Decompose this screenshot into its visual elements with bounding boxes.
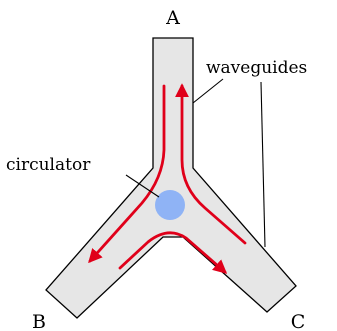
waveguides-leader-lower bbox=[260, 81, 266, 248]
port-a-label: A bbox=[165, 7, 180, 29]
port-b-label: B bbox=[32, 311, 46, 331]
circulator-disc bbox=[155, 190, 185, 220]
arrow-b-to-c bbox=[118, 231, 228, 274]
waveguides-label: waveguides bbox=[206, 58, 307, 78]
waveguide-junction bbox=[45, 37, 297, 319]
arrow-a-to-b bbox=[88, 84, 166, 264]
arrow-c-to-a bbox=[175, 83, 247, 245]
circulator-leader bbox=[125, 174, 160, 198]
circulator-label: circulator bbox=[6, 155, 91, 175]
port-c-label: C bbox=[291, 311, 306, 331]
waveguides-leader-upper bbox=[192, 78, 224, 104]
